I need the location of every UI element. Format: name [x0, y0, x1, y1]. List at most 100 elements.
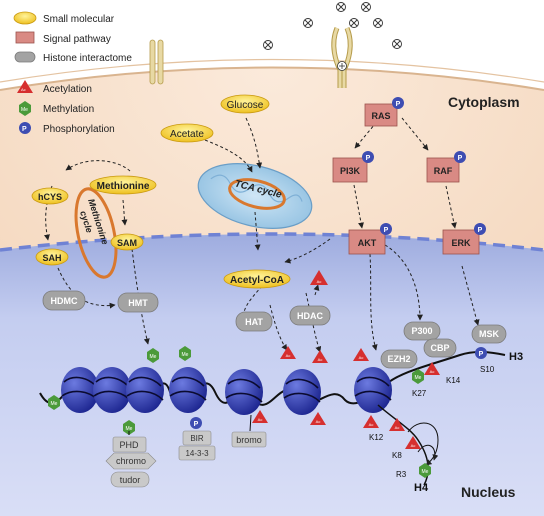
reader-chromo: chromo — [105, 452, 157, 470]
acetyl-mark-4: Ac — [252, 410, 268, 423]
legend-signal-pathway: Signal pathway — [43, 34, 111, 45]
erk-label: ERK — [451, 238, 471, 248]
acetyl-mark-k14: Ac — [424, 362, 440, 375]
cell-membrane — [0, 66, 544, 91]
glucose-label: Glucose — [227, 100, 264, 111]
phospho-mark-s10-text: P — [479, 351, 484, 358]
pi3k-phospho-icon — [362, 151, 374, 163]
signal-ras: RAS P — [364, 97, 404, 127]
legend-histone-interactome: Histone interactome — [43, 53, 132, 64]
ras-label: RAS — [371, 111, 390, 121]
acetyl-mark-4-text: Ac — [258, 417, 263, 422]
acetyl-mark-1-text: Ac — [286, 353, 291, 358]
legend-methyl-icon — [19, 101, 31, 116]
acetyl-mark-k12-text: Ac — [395, 425, 400, 430]
nucleosome-4 — [169, 367, 207, 413]
pi3k-phospho-text: P — [366, 155, 371, 162]
methyl-mark-2: Me — [147, 348, 159, 363]
tudor-label: tudor — [120, 475, 141, 485]
legend-acetyl-icon — [17, 80, 33, 93]
erk-phospho-icon — [474, 223, 486, 235]
methyl-mark-1: Me — [48, 395, 60, 410]
k27-label: K27 — [412, 389, 427, 398]
reader-bir: BIR — [182, 430, 212, 446]
factor-hdac: HDAC — [289, 305, 331, 326]
nucleosome-7 — [354, 367, 392, 413]
receptor-left — [149, 39, 164, 85]
p300-label: P300 — [411, 326, 432, 336]
raf-label: RAF — [434, 166, 453, 176]
methyl-mark-r3-text: Me — [422, 469, 429, 475]
signal-raf: RAF P — [426, 151, 466, 183]
s10-label: S10 — [480, 365, 495, 374]
methyl-mark-3: Me — [179, 346, 191, 361]
erk-phospho-text: P — [478, 227, 483, 234]
nucleosomes — [61, 367, 392, 415]
ras-phospho-icon — [392, 97, 404, 109]
methyl-mark-3-text: Me — [182, 352, 189, 358]
reader-bromo: bromo — [231, 431, 267, 448]
h4-label: H4 — [414, 482, 429, 494]
legend-phospho-mark-text: P — [22, 126, 27, 133]
metabolite-hcys: hCYS — [31, 187, 69, 205]
acetyl-marks: Ac Ac Ac Ac Ac Ac Ac Ac Ac Ac — [252, 270, 440, 449]
reader-phd: PHD — [112, 436, 147, 453]
methyl-mark-k27-text: Me — [415, 375, 422, 381]
legend-signal-icon — [15, 31, 35, 44]
methionine-label: Methionine — [97, 181, 150, 192]
acetyl-mark-k8-text: Ac — [411, 443, 416, 448]
acetyl-mark-3: Ac — [353, 348, 369, 361]
legend-phospho-icon — [19, 122, 31, 134]
hcys-label: hCYS — [38, 192, 62, 202]
factor-hmt: HMT — [117, 292, 159, 313]
legend-phosphorylation: Phosphorylation — [43, 124, 115, 135]
bromo-label: bromo — [236, 435, 262, 445]
akt-label: AKT — [358, 238, 377, 248]
metabolite-glucose: Glucose — [220, 94, 270, 114]
cell-membrane-outer — [0, 58, 544, 83]
nucleus-label: Nucleus — [461, 484, 516, 500]
acetyl-mark-hdac: Ac — [310, 270, 328, 285]
legend-molecule-icon — [13, 11, 37, 25]
reader-bromo-stem — [249, 414, 252, 432]
phospho-mark-s10: P — [475, 347, 487, 359]
metabolite-acetyl-coa: Acetyl-CoA — [223, 269, 291, 289]
methyl-mark-k27: Me — [412, 369, 424, 384]
sam-label: SAM — [117, 238, 137, 248]
legend-methyl-mark-text: Me — [21, 107, 28, 113]
acetyl-mark-2: Ac — [312, 350, 328, 363]
legend-methylation: Methylation — [43, 104, 94, 115]
legend-acetylation: Acetylation — [43, 84, 92, 95]
acetyl-mark-5-text: Ac — [316, 419, 321, 424]
cbp-label: CBP — [430, 343, 449, 353]
metabolite-sah: SAH — [35, 248, 69, 266]
metabolite-acetate: Acetate — [160, 123, 214, 143]
signal-akt: AKT P — [348, 223, 392, 255]
phospho-mark-bir-text: P — [194, 421, 199, 428]
methyl-marks: Me Me Me Me Me Me — [48, 346, 431, 478]
acetyl-mark-6-text: Ac — [369, 422, 374, 427]
ras-phospho-text: P — [396, 101, 401, 108]
chromo-label: chromo — [116, 456, 146, 466]
reader-tudor: tudor — [110, 471, 150, 488]
msk-label: MSK — [479, 329, 500, 339]
reader-14-3-3: 14-3-3 — [178, 445, 216, 461]
raf-phospho-icon — [454, 151, 466, 163]
factor-msk: MSK — [471, 324, 507, 344]
phospho-mark-bir: P — [190, 417, 202, 429]
acetate-label: Acetate — [170, 129, 204, 140]
ligands — [263, 2, 402, 50]
nucleosome-6 — [283, 369, 321, 415]
mitochondrion — [197, 163, 313, 229]
cytoplasm-label: Cytoplasm — [448, 94, 520, 110]
phospho-marks: P P — [190, 347, 487, 429]
acetyl-mark-k12: Ac — [389, 418, 405, 431]
factor-p300: P300 — [403, 321, 441, 341]
pi3k-label: PI3K — [340, 166, 361, 176]
legend: Small molecular Signal pathway Histone i… — [13, 11, 132, 135]
hdmc-label: HDMC — [51, 296, 78, 306]
factor-hdmc: HDMC — [42, 290, 86, 311]
k12-label: K12 — [369, 433, 384, 442]
receptor-right — [331, 27, 353, 88]
